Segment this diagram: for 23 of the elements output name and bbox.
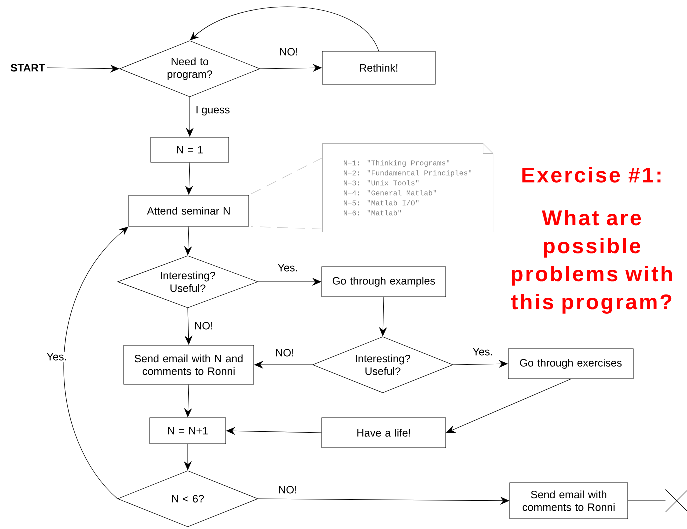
edge-label: Yes. xyxy=(471,346,494,358)
edge-label: NO! xyxy=(274,348,296,358)
callout-line xyxy=(249,158,323,196)
process-box: Rethink! xyxy=(322,51,436,85)
process-box: Attend seminar N xyxy=(128,195,250,227)
process-box: Send email with N and comments to Ronni xyxy=(124,345,254,385)
start-label: START xyxy=(10,64,46,72)
edge-label: NO! xyxy=(277,484,299,496)
edge-label: NO! xyxy=(193,320,215,332)
edge-label: I guess xyxy=(194,104,232,118)
edge-label: NO! xyxy=(278,46,300,58)
overlay-heading: Exercise #1: xyxy=(522,167,661,183)
process-box: Send email with comments to Ronni xyxy=(510,482,628,520)
process-box: Have a life! xyxy=(322,418,446,448)
edge-label: Yes. xyxy=(46,352,69,362)
arrow xyxy=(190,6,380,52)
process-box: N = N+1 xyxy=(150,418,226,444)
edge-label: Yes. xyxy=(276,262,300,274)
end-mark xyxy=(665,489,687,513)
process-box: N = 1 xyxy=(150,137,230,163)
overlay-heading: What are possible problems with this program? xyxy=(511,210,672,314)
process-box: Go through examples xyxy=(322,266,446,298)
process-box: Go through exercises xyxy=(508,348,634,380)
